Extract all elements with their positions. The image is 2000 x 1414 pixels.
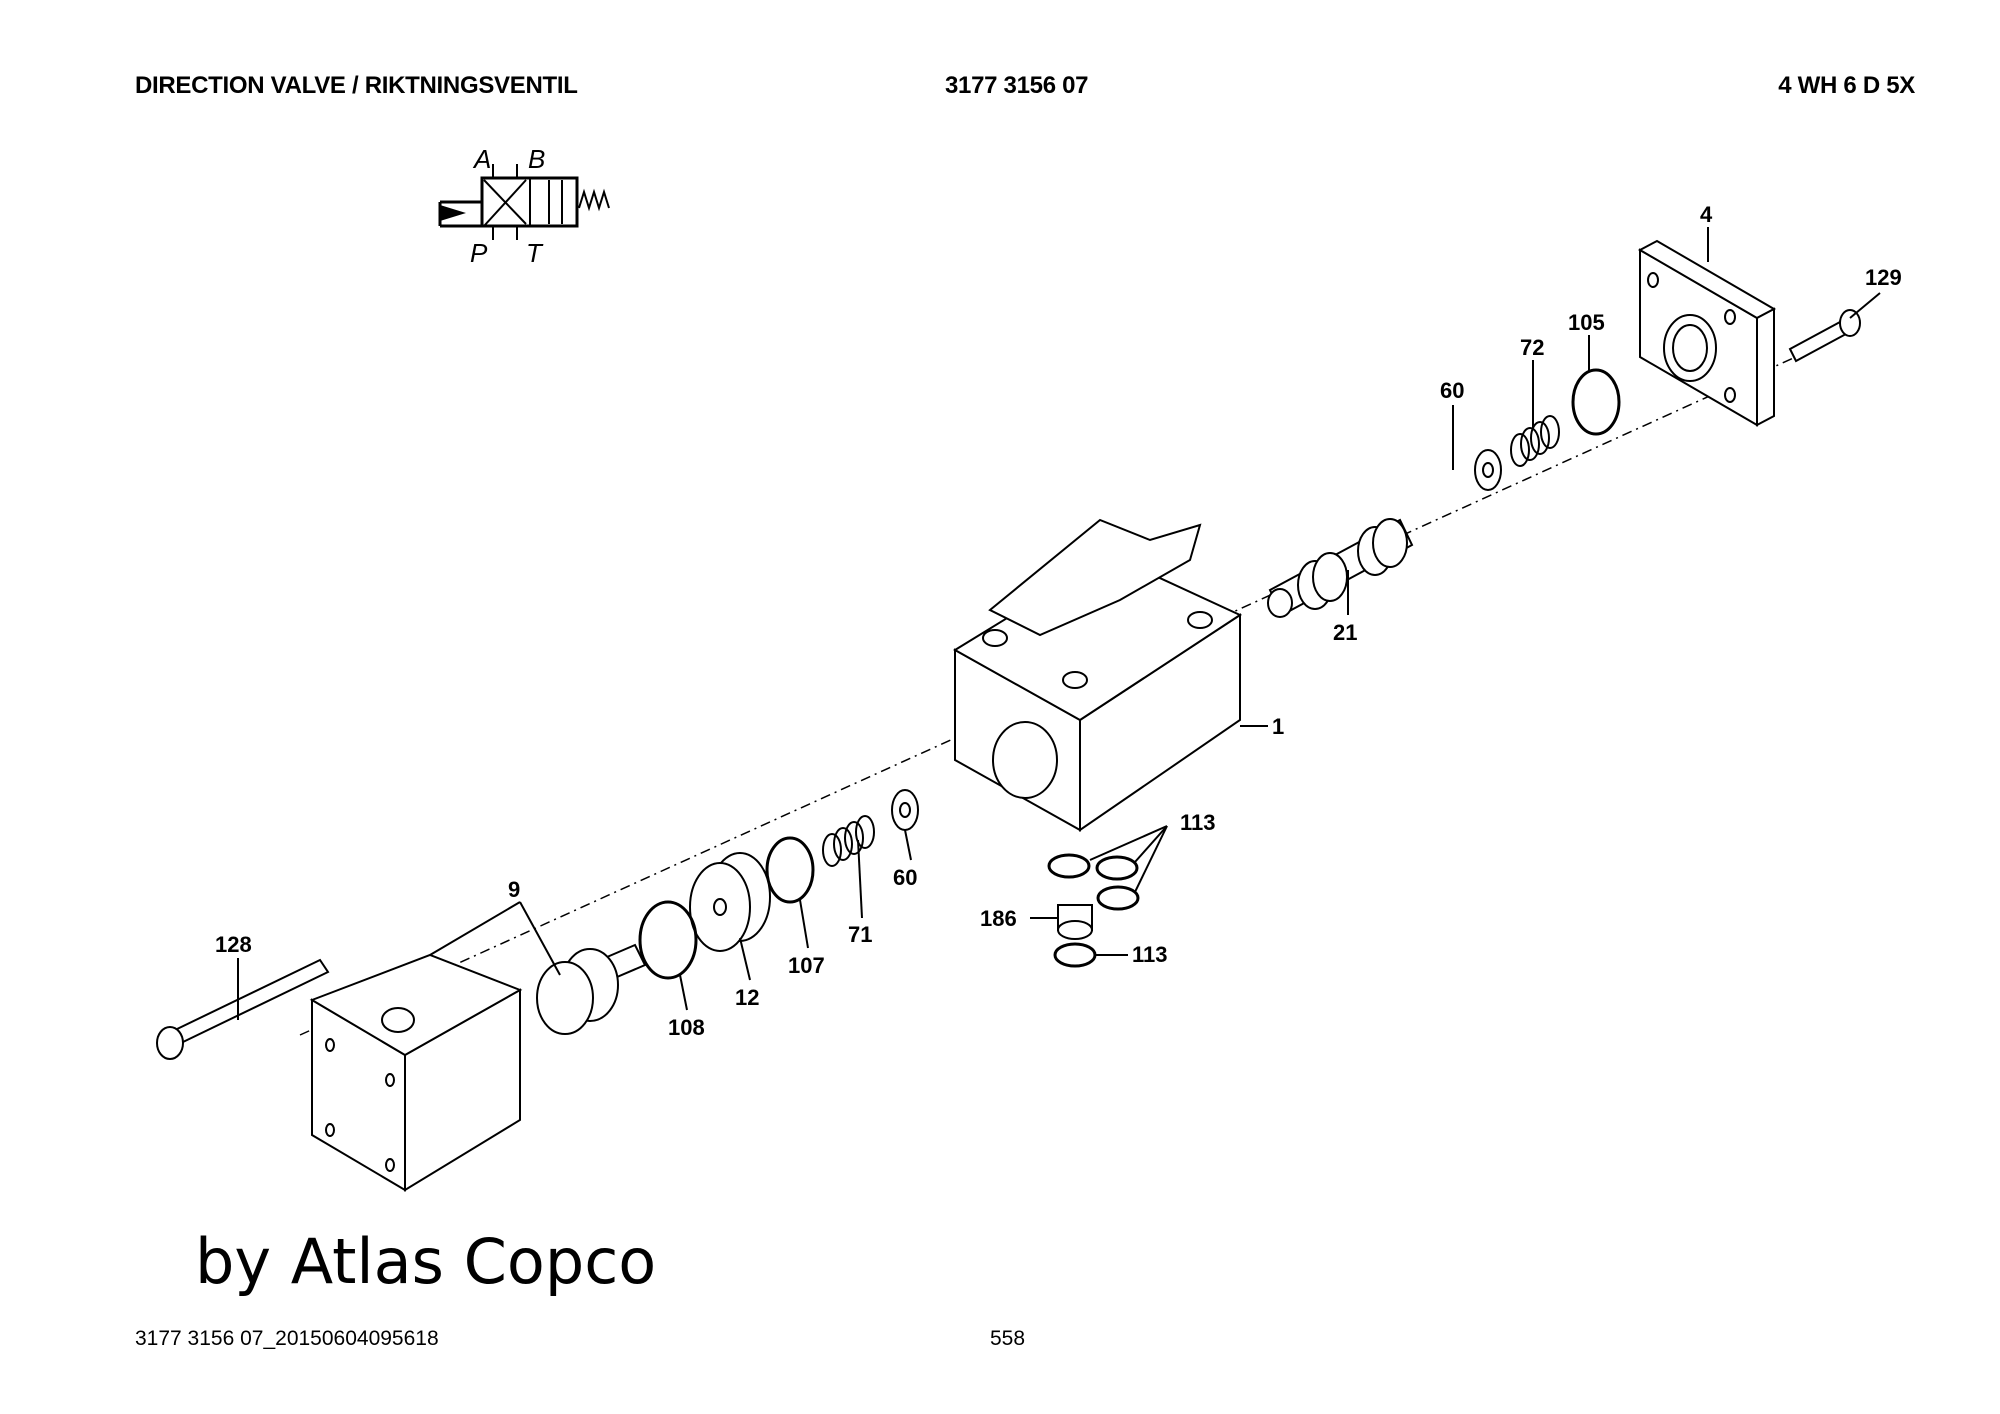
callout-128: 128 [215,932,252,957]
spring-part-72 [1510,415,1560,467]
model-designation: 4 WH 6 D 5X [1778,72,1915,99]
callout-129: 129 [1865,265,1902,290]
port-t-label: T [526,238,544,268]
port-a-label: A [472,144,491,174]
port-b-label: B [528,144,545,174]
end-housing [309,953,523,1192]
callout-9: 9 [508,877,520,902]
o-ring-part-107 [765,836,815,904]
o-ring-part-108 [638,900,698,980]
screw-part-128 [156,958,330,1060]
callout-1: 1 [1272,714,1284,739]
callout-108: 108 [668,1015,705,1040]
callout-4: 4 [1700,202,1713,227]
callout-71: 71 [848,922,872,947]
callout-113-bottom: 113 [1132,942,1168,967]
callout-107: 107 [788,953,825,978]
page-number: 558 [990,1327,1026,1350]
document-id: 3177 3156 07_20150604095618 [135,1327,439,1350]
callout-113-top: 113 [1180,810,1216,835]
brand-watermark: by Atlas Copco [195,1225,657,1298]
spring-part-71 [822,815,875,867]
plug-part-186 [1057,904,1093,940]
callout-186: 186 [980,906,1017,931]
callout-12: 12 [735,985,759,1010]
port-p-label: P [470,238,488,268]
callout-60-left: 60 [893,865,917,890]
valve-body-part-1 [953,518,1243,832]
callout-60: 60 [1440,378,1464,403]
o-ring-part-105 [1571,368,1621,436]
plunger-part-9 [536,943,647,1035]
page-title: DIRECTION VALVE / RIKTNINGSVENTIL [135,72,578,99]
callout-21: 21 [1333,620,1357,645]
part-number: 3177 3156 07 [945,72,1089,99]
spring-retainer-part-60-left [891,789,919,831]
spool-part-21 [1267,518,1414,618]
piston-part-12 [689,852,771,952]
callout-105: 105 [1568,310,1605,335]
cover-plate-part-4 [1637,239,1777,427]
hydraulic-valve-symbol-icon: A B P T [438,144,610,268]
callout-72: 72 [1520,335,1544,360]
spring-retainer-part-60 [1474,449,1502,491]
screw-part-129 [1788,309,1861,363]
leader-lines [237,227,1881,1020]
